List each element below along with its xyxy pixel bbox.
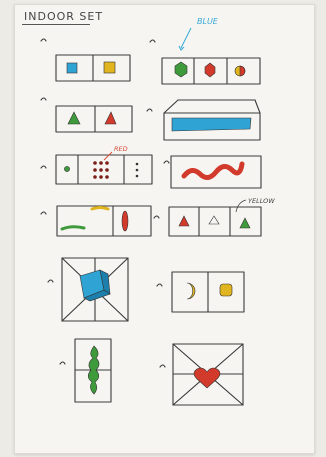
- puzzle-6: [164, 156, 261, 188]
- blue-bar: [172, 118, 251, 131]
- red-triangle-2: [179, 216, 189, 226]
- annotation-yellow: YELLOW: [248, 197, 275, 205]
- green-hexagon: [175, 62, 187, 77]
- small-dots: [136, 163, 139, 178]
- red-heart: [194, 368, 220, 388]
- dot-grid: [93, 161, 109, 179]
- red-triangle: [105, 112, 116, 124]
- puzzle-7: [41, 206, 151, 236]
- red-snake: [184, 164, 242, 178]
- puzzle-3: [41, 98, 132, 132]
- yellow-square: [104, 62, 115, 73]
- puzzle-11: [60, 339, 111, 402]
- puzzle-1: [41, 39, 130, 81]
- green-line: [62, 227, 84, 229]
- green-dot: [64, 166, 69, 171]
- yellow-moon: [187, 283, 195, 299]
- outline-triangle: [209, 216, 219, 224]
- yellow-line: [92, 208, 108, 210]
- annotations: BLUE RED YELLOW: [104, 17, 275, 212]
- red-half-circle: [240, 66, 245, 76]
- red-hexagon: [205, 63, 215, 77]
- green-triangle: [68, 112, 80, 124]
- red-oval: [122, 211, 128, 231]
- annotation-red: RED: [114, 145, 128, 153]
- annotation-blue: BLUE: [197, 17, 219, 26]
- yellow-rounded-square: [220, 284, 232, 296]
- puzzle-2: [150, 40, 260, 84]
- blue-square: [67, 63, 77, 73]
- green-triangle-2: [240, 218, 250, 228]
